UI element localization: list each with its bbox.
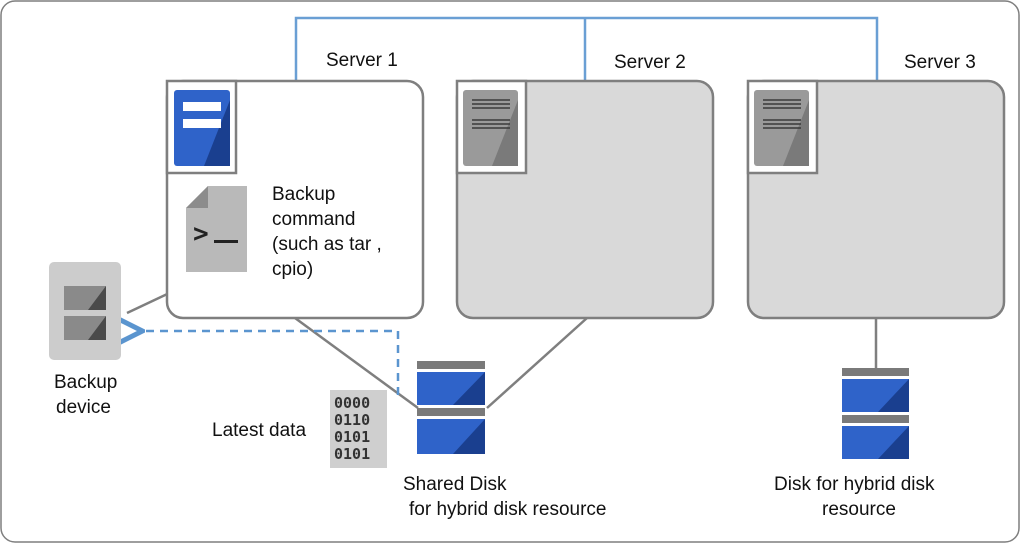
latest-data-label: Latest data: [212, 420, 306, 441]
standby-server-icon: [463, 90, 518, 166]
server-3-label: Server 3: [904, 52, 976, 73]
binary-data-icon: 0000 0110 0101 0101: [330, 390, 387, 468]
backup-flow-arrow: [140, 331, 400, 395]
hybrid-disk-icon: [842, 368, 909, 459]
shared-disk-line: for hybrid disk resource: [409, 499, 606, 520]
backup-device-icon: [49, 262, 121, 360]
terminal-icon: >: [186, 186, 247, 272]
active-server-icon: [174, 90, 230, 166]
hybrid-disk-line: resource: [822, 499, 896, 520]
server-2-label: Server 2: [614, 52, 686, 73]
binary-row: 0110: [334, 411, 370, 429]
svg-text:>: >: [193, 219, 209, 249]
hybrid-disk-line: Disk for hybrid disk: [774, 474, 935, 495]
binary-row: 0101: [334, 445, 370, 463]
backup-command-line: command: [272, 209, 355, 230]
backup-command-line: cpio): [272, 259, 313, 280]
backup-device-line: Backup: [54, 372, 117, 393]
backup-command-label: Backup command (such as tar , cpio): [272, 184, 387, 280]
binary-row: 0101: [334, 428, 370, 446]
server2-to-shared-disk-line: [486, 317, 588, 409]
server-3-box: Server 3: [746, 52, 1006, 320]
backup-command-line: (such as tar ,: [272, 234, 382, 255]
server-2-box: Server 2: [455, 52, 715, 320]
server-1-label: Server 1: [326, 50, 398, 71]
shared-disk-icon: [417, 361, 485, 454]
interconnect-network: [294, 16, 879, 80]
standby-server-icon: [754, 90, 809, 166]
hybrid-disk-label: Disk for hybrid disk resource: [774, 474, 940, 520]
backup-device-line: device: [56, 397, 111, 418]
binary-row: 0000: [334, 394, 370, 412]
backup-command-line: Backup: [272, 184, 335, 205]
shared-disk-line: Shared Disk: [403, 474, 507, 495]
shared-disk-label: Shared Disk for hybrid disk resource: [403, 474, 606, 520]
backup-device-label: Backup device: [54, 372, 123, 418]
